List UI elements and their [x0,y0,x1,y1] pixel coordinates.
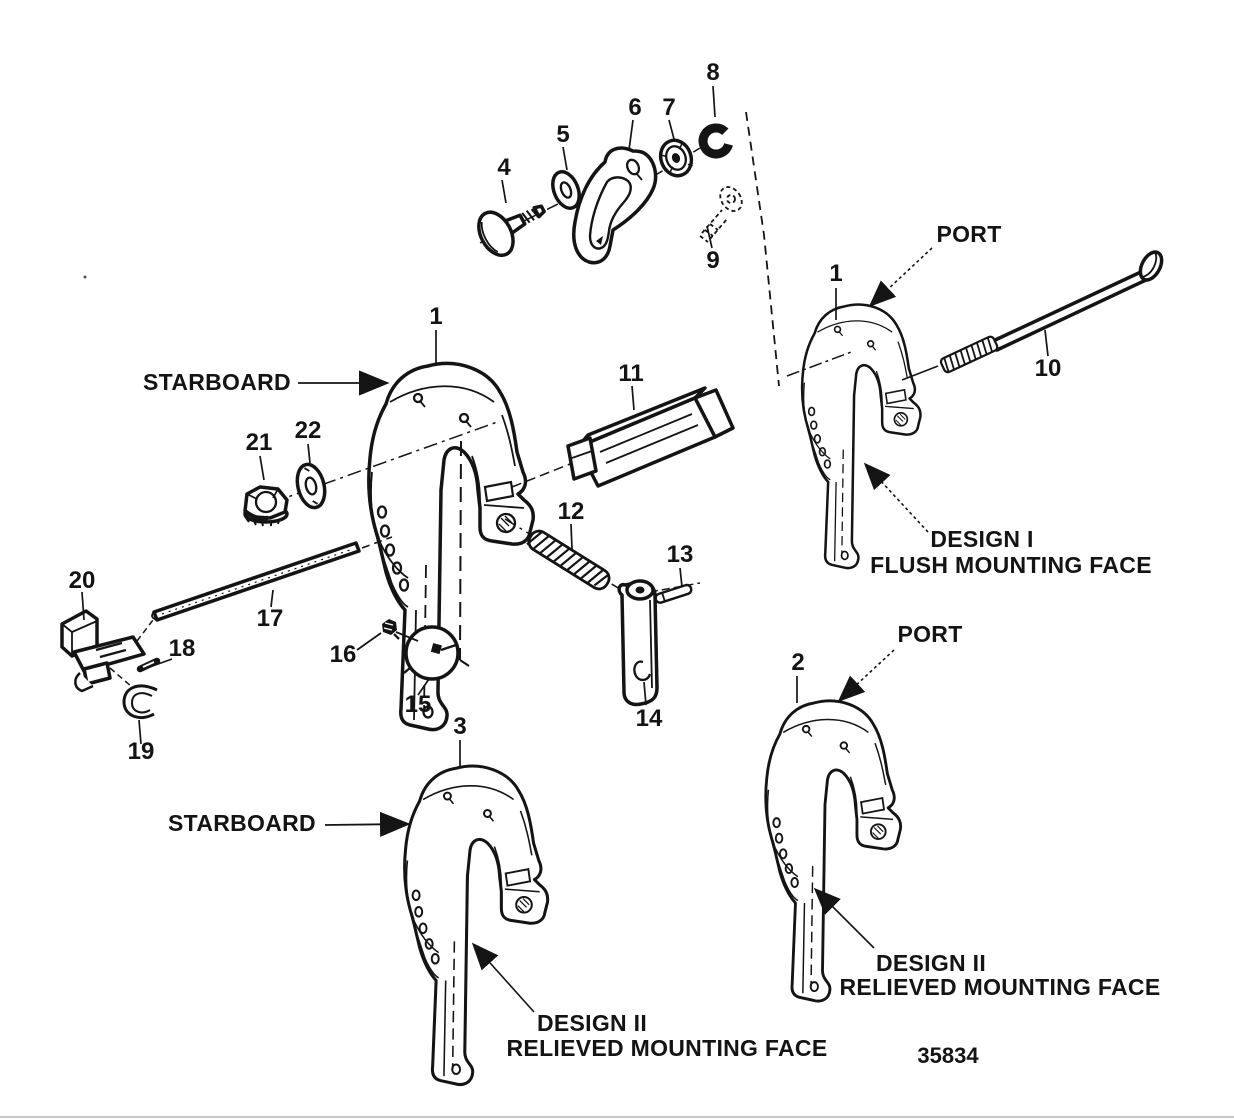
clamp-bracket-1-port-design1-drawing [800,303,922,570]
clamp-bracket-1-starboard-drawing [367,361,535,732]
callout-19: 19 [128,738,155,765]
part-17-tilt-rod [151,541,361,622]
callout-5: 5 [556,121,569,148]
callout-15: 15 [405,691,432,718]
callout-1-port: 1 [829,260,842,287]
part-14-lock-link [617,579,659,707]
label-port-top: PORT [936,221,1001,247]
drawing-part-number: 35834 [917,1043,979,1068]
label-design2-right-subtitle: RELIEVED MOUNTING FACE [840,974,1161,1000]
part-7-grommet-washer [658,138,694,178]
callout-10: 10 [1035,355,1062,382]
callout-16: 16 [330,641,357,668]
label-arrows [298,247,933,1013]
part-5-washer [551,170,581,210]
callout-13: 13 [667,541,694,568]
part-13-pin [654,583,693,604]
part-16-cam-bolt [356,619,419,651]
part-12-spring [526,529,611,591]
part-18-cotter-pin [136,657,161,673]
callout-11: 11 [618,360,643,387]
callout-3: 3 [453,713,466,740]
label-design1-title: DESIGN I [930,526,1033,552]
label-design2-bottom-subtitle: RELIEVED MOUNTING FACE [507,1035,828,1061]
part-11-clamp-block [566,386,735,488]
part-15-cam-disc [403,625,460,681]
part-22-washer [295,462,327,510]
part-20-anchor-bracket [60,609,146,693]
callout-14: 14 [636,705,663,732]
label-starboard-bottom: STARBOARD [168,810,316,836]
callout-12: 12 [558,498,585,525]
label-port-bottom: PORT [897,621,962,647]
stray-dot [83,275,87,279]
callout-8: 8 [706,59,719,86]
callout-7: 7 [662,94,675,121]
callout-22: 22 [295,417,322,444]
callout-20: 20 [69,567,96,594]
callout-4: 4 [497,154,511,181]
callout-17: 17 [257,605,284,632]
callout-21: 21 [246,429,273,456]
callout-2: 2 [791,649,804,676]
part-21-locknut [243,485,289,527]
part-6-reverse-lock-lever [572,146,658,265]
callout-18: 18 [169,635,196,662]
part-10-clamp-bolt [939,250,1164,374]
label-design2-bottom-title: DESIGN II [537,1010,647,1036]
callout-9: 9 [706,247,719,274]
label-design2-right-title: DESIGN II [876,950,986,976]
callout-6: 6 [628,94,641,121]
label-starboard-top: STARBOARD [143,369,291,395]
part-19-clip [122,684,158,719]
part-4-clamp-screw-knob [477,204,546,257]
callout-leader-lines [81,85,1049,768]
callout-1-starboard: 1 [429,303,442,330]
part-9-bolt-hidden [699,186,743,243]
label-design1-subtitle: FLUSH MOUNTING FACE [870,552,1152,578]
part-8-retaining-ring [698,123,734,159]
